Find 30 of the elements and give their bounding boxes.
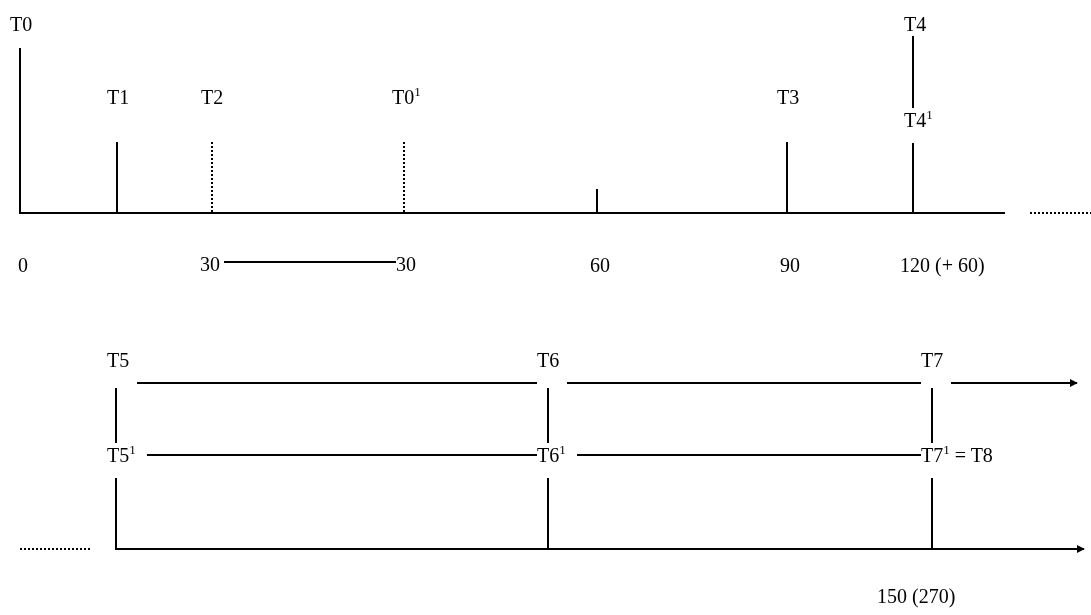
time-point-label: 30	[200, 252, 224, 276]
axis-value: 150 (270)	[877, 584, 956, 608]
arrow	[950, 379, 1078, 387]
time-point-label: T4$^{1}$	[904, 108, 944, 132]
axis-value: 60	[590, 253, 610, 277]
connector-line	[223, 261, 397, 263]
time-point-label: T6$^{1}$	[537, 443, 577, 467]
connector-line	[576, 454, 922, 456]
time-point-label: T6	[537, 348, 567, 388]
connector-line	[566, 382, 922, 384]
time-point-label: T7	[921, 348, 951, 388]
time-point-label: T2	[201, 85, 231, 109]
connector-line	[115, 387, 117, 444]
time-point-label: T7$^{1}$ = T8	[921, 443, 1017, 467]
connector-line	[912, 35, 914, 109]
axis-value: 90	[780, 253, 800, 277]
connector-line	[136, 382, 538, 384]
time-point-label: T5	[107, 348, 137, 388]
time-point-label: 30	[396, 252, 420, 276]
time-point-label: T3	[777, 85, 807, 109]
time-point-label: T1	[107, 85, 137, 109]
axis-value: 120 (+ 60)	[900, 253, 985, 277]
connector-line	[547, 387, 549, 444]
time-point-label: T0$^{1}$	[392, 85, 432, 109]
time-point-label: T4	[904, 12, 934, 36]
connector-line	[931, 387, 933, 444]
axis-value: 0	[18, 253, 28, 277]
time-point-label: T0	[10, 12, 40, 36]
connector-line	[146, 454, 538, 456]
time-point-label: T5$^{1}$	[107, 443, 147, 467]
